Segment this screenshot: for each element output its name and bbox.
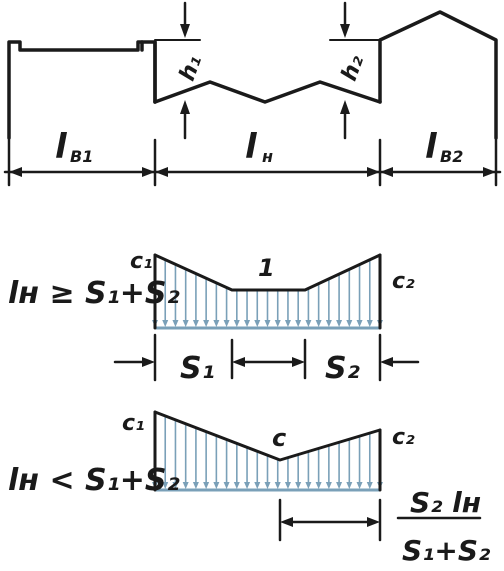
case1-load-envelope: [153, 253, 382, 292]
h2-label: h₂: [337, 52, 369, 85]
case2-c1-label: c₁: [122, 411, 145, 436]
lB1-label: l B1: [55, 127, 93, 167]
case1-load-arrowhead: [192, 320, 199, 327]
case1-load-arrowhead: [233, 320, 240, 327]
case1-load-arrowhead: [213, 320, 220, 327]
case1-load-arrowhead: [315, 320, 322, 327]
case2-load-arrowhead: [305, 482, 312, 489]
case1-load-arrowhead: [325, 320, 332, 327]
case1-s1-label: S₁: [180, 351, 215, 386]
case2-load-arrowhead: [346, 482, 353, 489]
case1-load-arrowhead: [284, 320, 291, 327]
case2-fraction-numerator: S₂ lн: [410, 486, 481, 519]
case1-load-arrowhead: [254, 320, 261, 327]
case1-load-arrowhead: [305, 320, 312, 327]
lH-label: l н: [245, 127, 273, 167]
case1-load-arrowhead: [223, 320, 230, 327]
case2-load-arrows: [152, 412, 383, 489]
case1-load-arrowhead: [203, 320, 210, 327]
case2-diagram: lн < S₁+S₂ c₁ c₂ c S₂ lн S₁+S₂: [8, 410, 491, 567]
case2-load-arrowhead: [223, 482, 230, 489]
case2-load-arrowhead: [315, 482, 322, 489]
svg-text:l: l: [55, 127, 68, 167]
case1-mid-label: 1: [258, 254, 275, 282]
case1-c1-label: c₁: [130, 249, 153, 274]
case2-load-arrowhead: [274, 482, 281, 489]
case1-load-arrowhead: [264, 320, 271, 327]
case2-load-arrowhead: [356, 482, 363, 489]
svg-text:B2: B2: [440, 147, 463, 166]
case2-load-arrowhead: [366, 482, 373, 489]
case2-load-arrowhead: [254, 482, 261, 489]
case1-diagram: lн ≥ S₁+S₂ c₁ c₂ 1 S₁ S₂: [8, 249, 420, 386]
case2-load-arrowhead: [182, 482, 189, 489]
case1-load-arrowhead: [336, 320, 343, 327]
case2-dimension: [278, 498, 382, 542]
case2-load-arrowhead: [213, 482, 220, 489]
svg-text:l: l: [425, 127, 438, 167]
case2-load-envelope: [153, 410, 382, 462]
case1-load-arrowhead: [244, 320, 251, 327]
case1-load-arrowhead: [182, 320, 189, 327]
case1-load-arrowhead: [346, 320, 353, 327]
case2-fraction-denominator: S₁+S₂: [402, 534, 491, 567]
case1-load-arrowhead: [366, 320, 373, 327]
left-building-outline: [7, 40, 157, 140]
case1-load-arrowhead: [356, 320, 363, 327]
lB2-label: l B2: [425, 127, 463, 167]
case1-s2-label: S₂: [325, 351, 360, 386]
case1-load-arrowhead: [274, 320, 281, 327]
case2-load-arrowhead: [203, 482, 210, 489]
low-roof-outline: [153, 80, 382, 104]
case2-load-arrowhead: [172, 482, 179, 489]
case2-mid-label: c: [272, 424, 286, 452]
case1-load-arrowhead: [172, 320, 179, 327]
case2-condition: lн < S₁+S₂: [8, 463, 180, 498]
case2-load-arrowhead: [244, 482, 251, 489]
case2-load-arrowhead: [325, 482, 332, 489]
case1-s-dimensions: [113, 333, 420, 382]
case2-load-arrowhead: [264, 482, 271, 489]
case2-c2-label: c₂: [392, 425, 415, 450]
case1-load-arrowhead: [162, 320, 169, 327]
h1-dimension: [154, 1, 201, 140]
case1-c2-label: c₂: [392, 269, 415, 294]
h1-label: h₁: [175, 52, 207, 84]
case2-load-arrowhead: [233, 482, 240, 489]
case2-load-arrowhead: [295, 482, 302, 489]
case2-load-arrowhead: [336, 482, 343, 489]
svg-text:B1: B1: [70, 147, 93, 166]
svg-text:н: н: [262, 147, 273, 166]
case2-load-arrowhead: [192, 482, 199, 489]
building-section: h₁ h₂ l B1 l н l B2: [3, 1, 502, 187]
case1-load-arrowhead: [295, 320, 302, 327]
svg-text:l: l: [245, 127, 258, 167]
h2-dimension: [329, 1, 381, 140]
case2-load-arrowhead: [162, 482, 169, 489]
case2-load-arrowhead: [284, 482, 291, 489]
span-dimension-line: [3, 138, 502, 187]
right-building-outline: [378, 10, 498, 140]
case1-condition: lн ≥ S₁+S₂: [8, 276, 180, 311]
